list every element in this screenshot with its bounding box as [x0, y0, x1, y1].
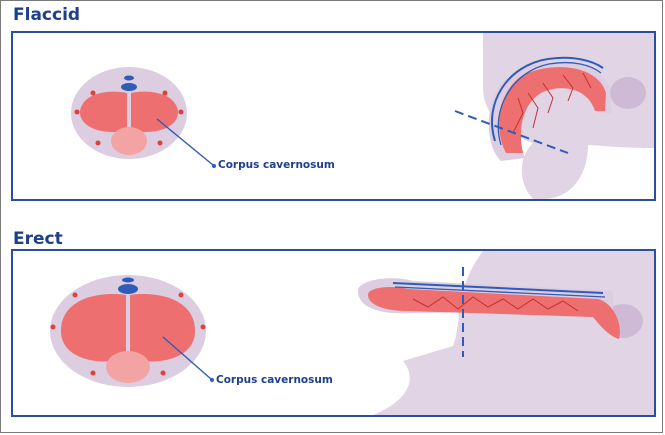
erect-title: Erect: [13, 229, 63, 249]
flaccid-dot: [179, 110, 184, 115]
flaccid-spongiosum: [111, 127, 147, 155]
erect-dorsal-vessel: [122, 278, 134, 283]
erect-dorsal-vein: [118, 284, 138, 294]
flaccid-dot: [158, 141, 163, 146]
erect-dot: [91, 371, 96, 376]
erect-dot: [201, 325, 206, 330]
erect-dot: [51, 325, 56, 330]
erect-illustration: [13, 251, 656, 415]
flaccid-dot: [75, 110, 80, 115]
flaccid-dot: [163, 91, 168, 96]
flaccid-panel: Corpus cavernosum: [11, 31, 656, 201]
flaccid-pointer-dot: [212, 164, 216, 168]
erect-spongiosum: [106, 351, 150, 383]
erect-dot: [73, 293, 78, 298]
erect-panel: Corpus cavernosum: [11, 249, 656, 417]
flaccid-illustration: [13, 33, 656, 199]
flaccid-title: Flaccid: [13, 5, 80, 25]
flaccid-dorsal-vein: [121, 83, 137, 91]
erect-corpus-cavernosum-label: Corpus cavernosum: [216, 374, 333, 386]
flaccid-dot: [96, 141, 101, 146]
erect-dot: [179, 293, 184, 298]
flaccid-dot: [91, 91, 96, 96]
erect-dot: [161, 371, 166, 376]
erect-pointer-dot: [210, 378, 214, 382]
flaccid-corpus-cavernosum-label: Corpus cavernosum: [218, 159, 335, 171]
flaccid-body-lobe: [610, 77, 646, 109]
flaccid-dorsal-vessel: [124, 76, 134, 81]
